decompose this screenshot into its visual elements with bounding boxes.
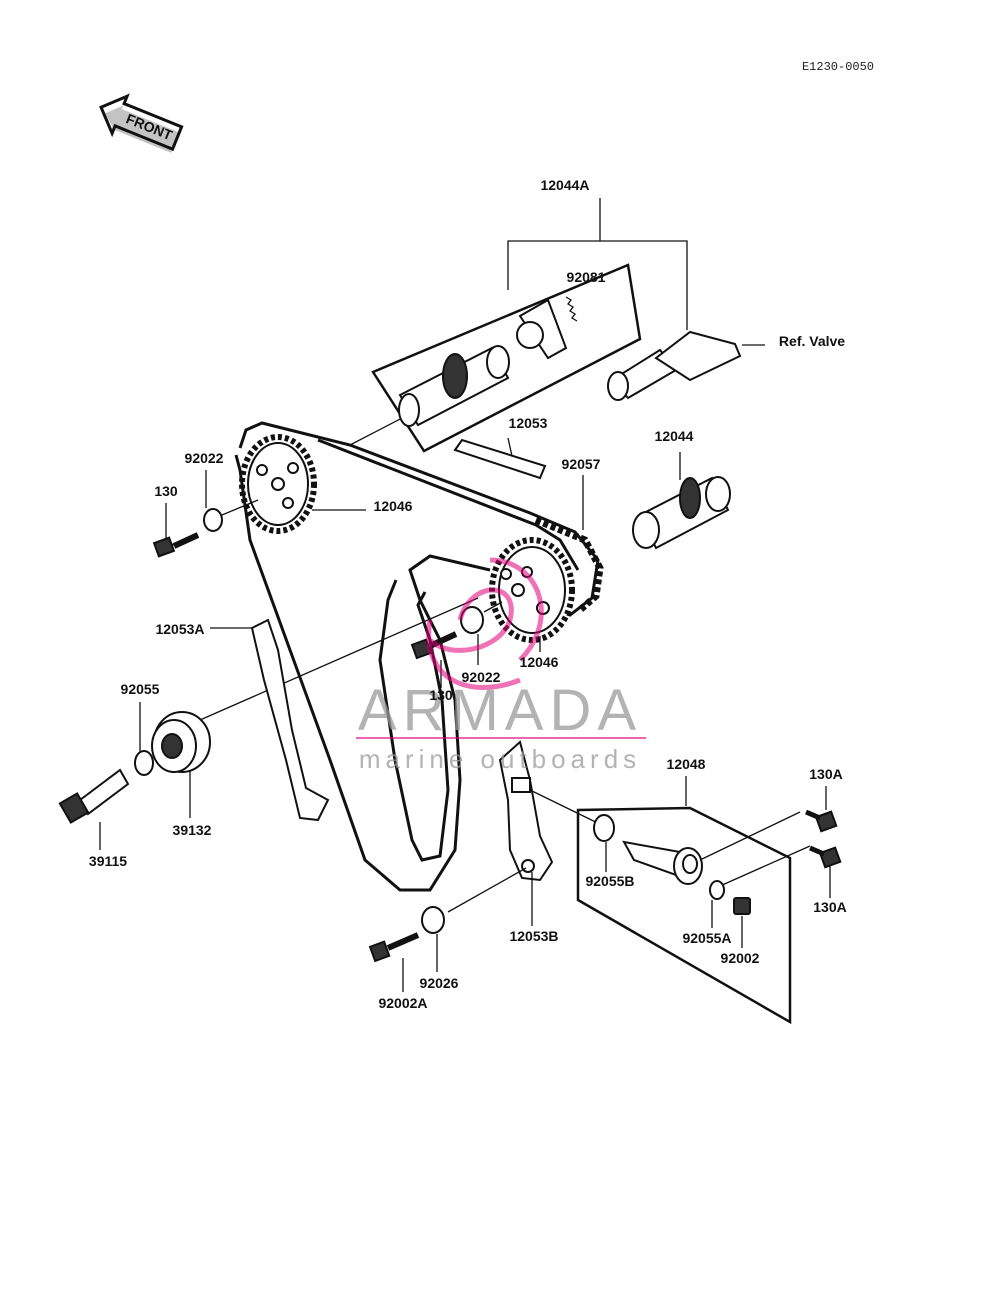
part-label-p20: 130A [813,899,846,915]
chain-guide-top [453,438,547,480]
cam-chain [234,421,604,892]
o-ring-92055 [134,750,154,776]
o-ring-92055a [709,880,725,900]
part-label-p24: 92026 [420,975,459,991]
front-arrow-icon: FRONT [99,93,184,153]
camshaft-exhaust [398,345,510,427]
bolt-92002a [368,932,420,963]
chain-guide-left [210,618,330,822]
part-label-p07: 92022 [185,450,224,466]
part-label-p03: Ref. Valve [779,333,845,349]
part-label-p13: 130 [429,687,453,703]
armada-logo-icon [426,557,544,690]
part-label-p21: 12053B [509,928,558,944]
camshaft-intake [632,452,731,550]
bolt-130a-upper [805,786,838,833]
spring-icon [565,296,578,322]
washer-left [203,508,223,532]
watermark: ARMADA marine outboards [356,557,646,774]
part-label-p16: 130A [809,766,842,782]
part-label-p09: 12046 [374,498,413,514]
part-label-p22: 92055A [682,930,731,946]
part-label-p23: 92002 [721,950,760,966]
tensioner-box [529,776,792,1025]
o-ring-92055b [593,814,615,842]
part-label-p25: 92002A [378,995,427,1011]
part-label-p18: 39115 [89,853,127,869]
rocker-arm [607,330,765,401]
part-label-p11: 12046 [520,654,559,670]
part-label-p02: 92081 [567,269,606,285]
part-label-p19: 92055B [585,873,634,889]
part-label-p06: 92057 [562,456,601,472]
bolt-left [152,532,200,558]
part-label-p08: 130 [154,483,178,499]
chain-tensioner-guide [447,740,554,926]
plug-bolt-92002 [733,897,751,948]
part-label-p04: 12053 [509,415,548,431]
collar-92026 [421,906,445,934]
part-label-p15: 12048 [667,756,706,772]
document-code: E1230-0050 [802,60,874,74]
part-label-p01: 12044A [540,177,589,193]
part-label-p17: 39132 [173,822,212,838]
watermark-tagline: marine outboards [359,744,641,774]
part-label-p12: 92022 [462,669,501,685]
bolt-130a-lower [809,845,842,898]
cam-holder [516,298,568,360]
idler-shaft [58,768,130,850]
part-label-p05: 12044 [655,428,694,444]
watermark-brand: ARMADA [358,678,642,743]
chain-tensioner [622,811,811,887]
part-label-p10: 12053A [155,621,204,637]
part-label-p14: 92055 [121,681,160,697]
idler-pulley [151,711,211,818]
cam-sprocket-left [239,434,366,534]
